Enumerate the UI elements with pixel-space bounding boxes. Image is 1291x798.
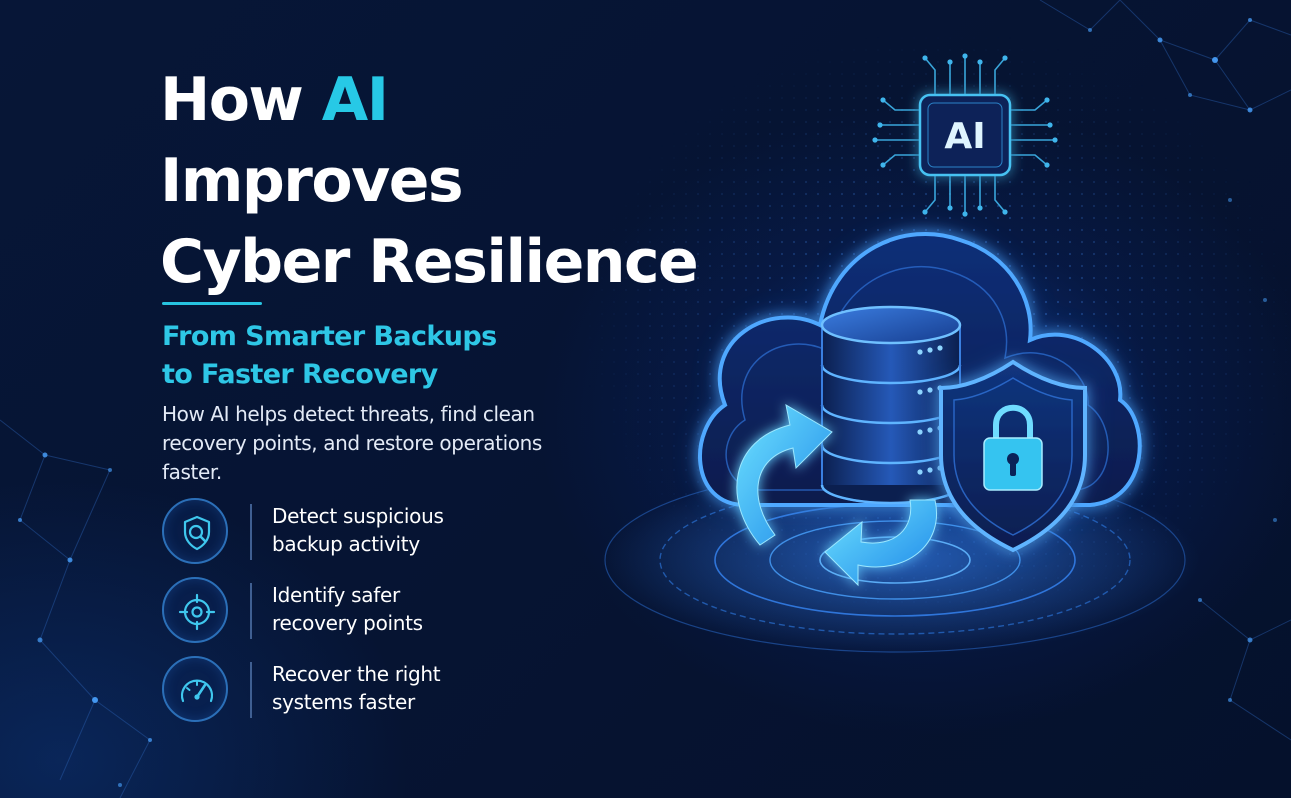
- description: How AI helps detect threats, find clean …: [162, 402, 542, 484]
- sync-arrows-icon: [736, 404, 937, 587]
- feature-item-recover: Recover the right systems faster: [162, 656, 582, 728]
- feature-label-line-2: backup activity: [272, 532, 420, 556]
- feature-label-line-1: Identify safer: [272, 583, 400, 607]
- feature-label-line-1: Recover the right: [272, 662, 441, 686]
- target-icon: [178, 593, 216, 631]
- feature-icon-circle: [162, 656, 228, 722]
- headline-line-2: Improves: [160, 146, 464, 216]
- headline-divider: [162, 302, 262, 305]
- headline-line-3: Cyber Resilience: [160, 227, 699, 297]
- subheadline-line-2: to Faster Recovery: [162, 359, 438, 390]
- feature-icon-circle: [162, 498, 228, 564]
- ai-chip-icon: AI: [872, 53, 1058, 217]
- headline-prefix: How: [160, 65, 322, 135]
- feature-separator: [250, 504, 252, 560]
- ai-chip-label: AI: [944, 116, 985, 157]
- feature-label: Detect suspicious backup activity: [272, 502, 512, 558]
- headline: How AI Improves Cyber Resilience: [160, 60, 699, 303]
- feature-label-line-2: recovery points: [272, 611, 423, 635]
- shield-search-icon: [183, 515, 211, 551]
- feature-label-line-2: systems faster: [272, 690, 415, 714]
- feature-label: Identify safer recovery points: [272, 581, 512, 637]
- database-icon: [820, 305, 962, 505]
- feature-label: Recover the right systems faster: [272, 660, 512, 716]
- feature-separator: [250, 662, 252, 718]
- headline-accent: AI: [321, 65, 389, 135]
- feature-item-identify: Identify safer recovery points: [162, 577, 582, 649]
- feature-item-detect: Detect suspicious backup activity: [162, 498, 582, 570]
- feature-icon-circle: [162, 577, 228, 643]
- feature-label-line-1: Detect suspicious: [272, 504, 444, 528]
- shield-lock-icon: [939, 359, 1087, 553]
- subheadline: From Smarter Backups to Faster Recovery: [162, 318, 582, 394]
- speedometer-icon: [180, 679, 214, 703]
- feature-separator: [250, 583, 252, 639]
- subheadline-line-1: From Smarter Backups: [162, 321, 497, 352]
